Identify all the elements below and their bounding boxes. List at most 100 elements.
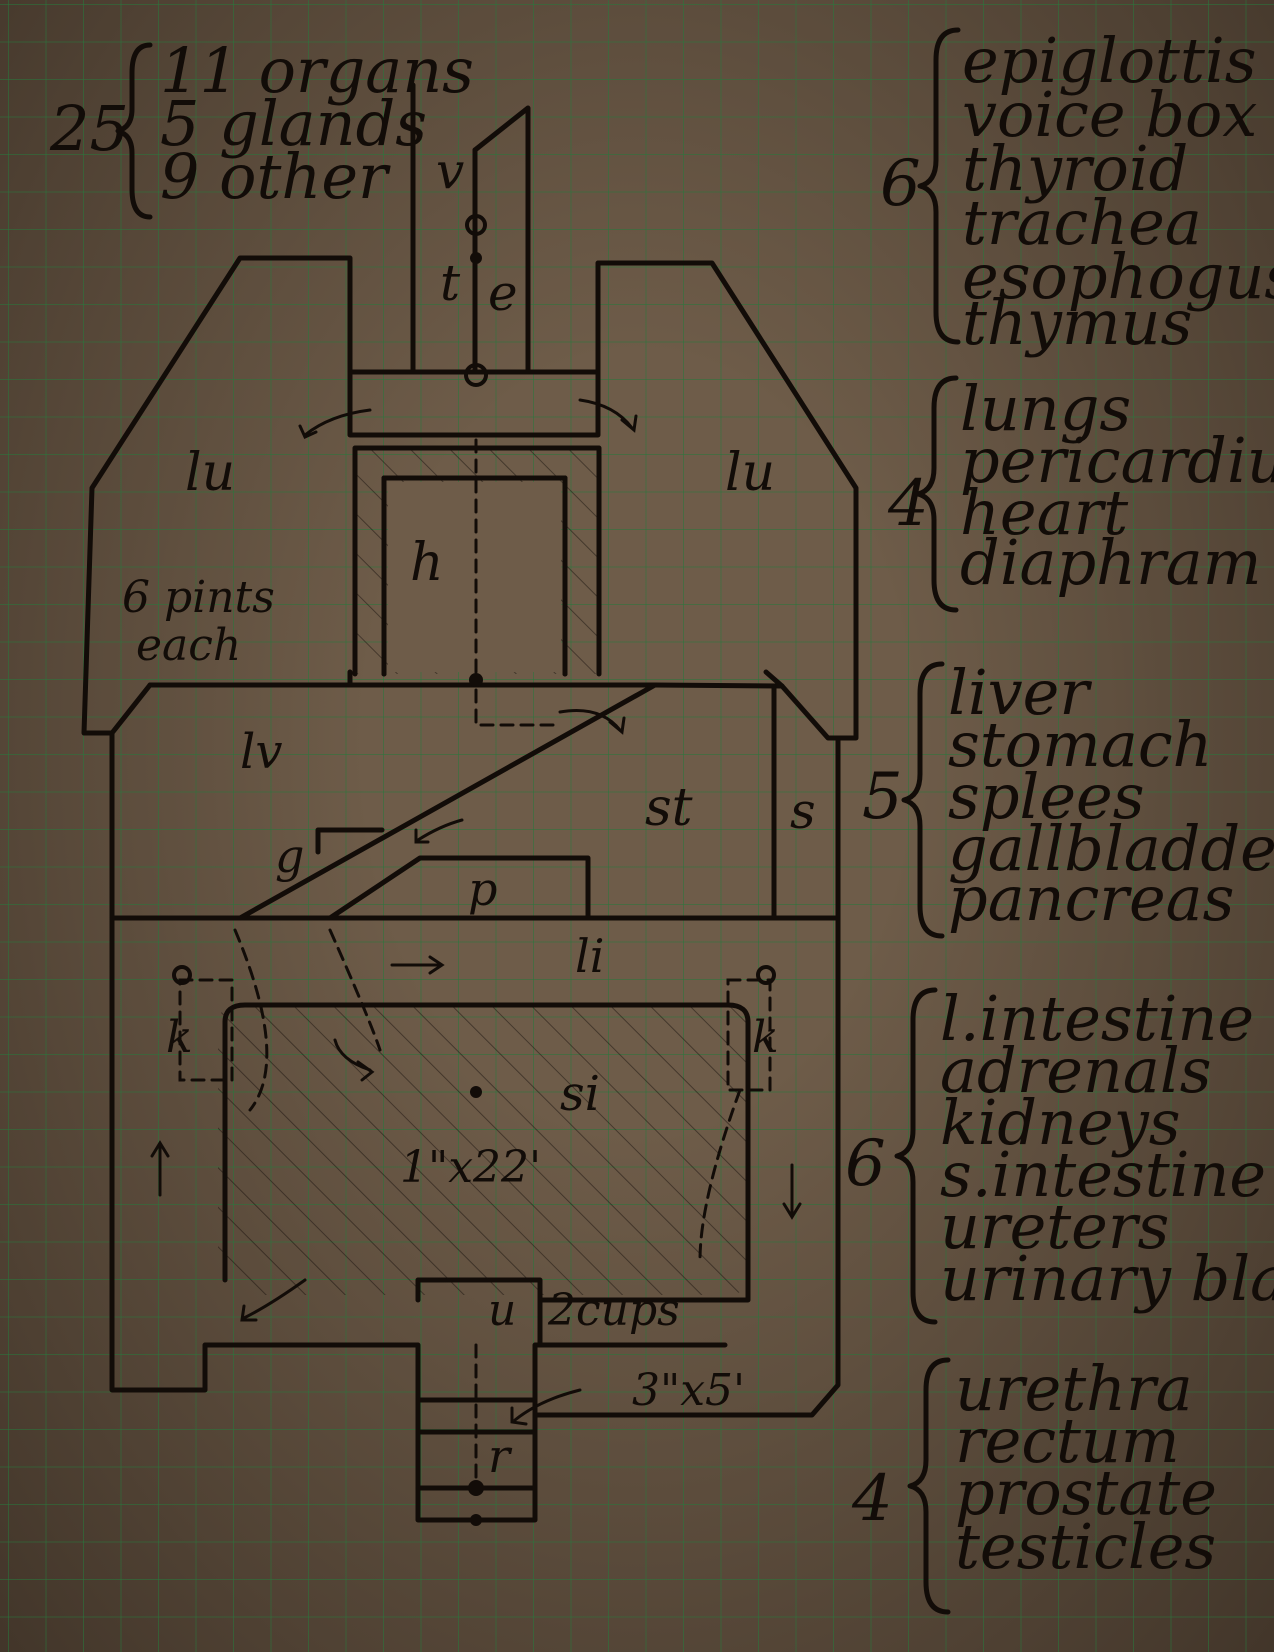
epiglottis-marker [465,214,487,236]
large-intestine-right-frame [532,915,841,1418]
group-1-count: 6 [880,147,921,221]
rectum-bands [415,1429,538,1491]
left-adrenal-marker [172,965,192,985]
group-3-item-5: pancreas [948,862,1234,935]
group-4: 6 l.intestine adrenals kidneys s.intesti… [845,982,1274,1325]
thymus-marker [464,363,488,387]
group-3-count: 5 [862,760,903,834]
group-2-item-4: diaphram [960,526,1262,599]
group-4-item-6: urinary bladder [940,1242,1274,1315]
group-3-brace [901,661,945,939]
upper-abdomen: lv st s g p [109,673,841,921]
group-5-item-3: prostate [955,1456,1217,1529]
arrow-si-down-left [242,1278,307,1320]
group-4-item-2: adrenals [940,1034,1212,1107]
group-1: 6 epiglottis voice box thyroid trachea e… [880,24,1274,359]
group-3-item-4: gallbladder [948,812,1274,885]
group-4-item-3: kidneys [940,1086,1181,1159]
stomach-dashed-path [474,688,562,727]
li-size-note: 3"x5' [632,1365,745,1416]
label-s: s [790,782,816,840]
arrow-to-gallbladder [416,818,464,842]
arrow-to-left-lung [303,408,372,437]
group-1-item-3: thyroid [962,132,1188,205]
esophagus-right-wall [472,105,601,375]
label-g: g [275,829,304,883]
label-h: h [410,533,444,593]
group-3-item-3: splees [948,760,1145,833]
group-1-item-6: thymus [962,286,1192,359]
bladder-volume-note: 2cups [547,1285,680,1336]
group-1-brace [917,27,961,345]
group-1-item-2: voice box [962,78,1257,151]
left-ureter-dashed [233,928,269,1112]
group-1-item-5: esophogus [962,240,1274,313]
summary-line-1: 11 organs [160,34,474,107]
group-5-item-4: testicles [955,1510,1216,1583]
label-v: v [436,142,464,200]
group-3: 5 liver stomach splees gallbladder pancr… [862,656,1274,939]
label-t: t [440,254,461,312]
lower-abdomen: li k k si 1"x22' [109,915,841,1418]
label-u: u [488,1285,516,1336]
group-5-count: 4 [851,1462,893,1536]
gallbladder-outline [315,827,385,855]
heart: h [352,438,602,682]
group-1-item-4: trachea [962,186,1202,259]
group-2-item-3: heart [960,476,1128,549]
lungs-volume-line-1: 6 pints [122,572,275,623]
group-5-item-2: rectum [955,1404,1180,1477]
group-2-brace [915,375,959,613]
group-4-brace [894,987,938,1325]
label-k-right: k [752,1012,779,1063]
prostate-marker [468,1480,484,1496]
label-st: st [645,778,693,838]
summary-brace [115,42,153,220]
arrow-head-left-lung [298,424,318,439]
duodenum-dashed [328,928,382,1052]
thyroid-marker [470,252,482,264]
right-kidney-dashed [726,978,772,1092]
arrow-to-rectum [513,1388,582,1422]
right-ureter-dashed [698,1088,742,1262]
label-e: e [488,264,518,322]
label-p: p [468,862,497,916]
small-intestine-center-marker [470,1086,482,1098]
anus-marker [470,1514,482,1526]
group-5: 4 urethra rectum prostate testicles [851,1352,1217,1615]
label-lu-right: lu [725,443,775,503]
lungs-volume-line-2: each [136,620,241,671]
pancreas-outline [327,855,591,921]
group-4-item-1: l.intestine [940,982,1254,1055]
label-si: si [560,1066,600,1122]
group-3-item-1: liver [948,656,1092,729]
summary-total: 25 [49,92,129,165]
group-5-item-1: urethra [955,1352,1193,1425]
right-adrenal-marker [756,965,776,985]
group-4-item-4: s.intestine [940,1138,1266,1211]
pericardium-top-band [347,369,601,438]
left-kidney-dashed [178,978,234,1082]
label-lu-left: lu [185,443,235,503]
arrow-to-right-lung [578,398,634,430]
group-3-item-2: stomach [948,708,1212,781]
liver-stomach-boundary [237,682,658,921]
group-2-item-1: lungs [960,372,1131,445]
group-2-count: 4 [887,467,929,541]
label-li: li [575,929,604,983]
small-intestine-hatch [218,1005,748,1295]
group-2-item-2: pericardium [960,424,1274,497]
arrow-head-right-lung [620,414,638,433]
summary-line-2: 5 glands [160,87,427,160]
group-4-item-5: ureters [940,1190,1169,1263]
label-k-left: k [166,1012,193,1063]
upper-abdomen-outline [109,730,841,921]
label-r: r [488,1429,513,1483]
summary-block: 25 11 organs 5 glands 9 other [49,34,474,220]
label-lv: lv [240,724,282,780]
diaphragm-line [147,682,785,689]
pelvis: u 2cups 3"x5' r [415,1277,745,1526]
